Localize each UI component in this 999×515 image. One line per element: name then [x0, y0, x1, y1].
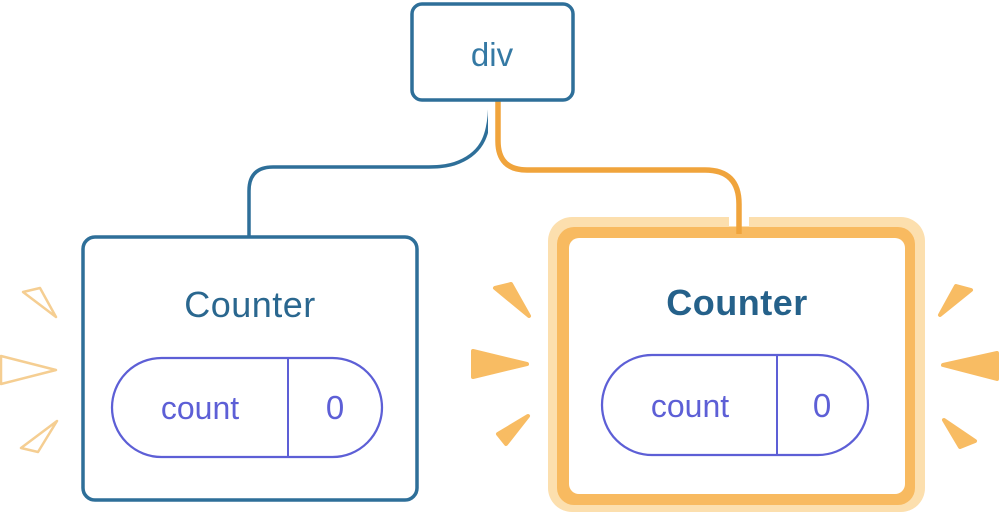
right-state-pill: count 0: [600, 353, 870, 457]
spark-icon-right-middle: [941, 351, 999, 381]
spark-icon-mid-top: [493, 282, 531, 318]
edge-root-to-right-counter-casing: [488, 100, 749, 226]
right-counter-card: Counter count 0: [548, 217, 925, 512]
right-card-sparks-outer: [938, 284, 999, 449]
right-state-key: count: [651, 388, 729, 424]
edge-root-to-left-counter: [247, 99, 492, 240]
right-pill-outline: [600, 353, 870, 457]
spark-icon-left-middle: [0, 354, 58, 386]
left-state-pill: count 0: [110, 356, 384, 459]
spark-icon-left-top: [21, 286, 58, 319]
spark-icon-mid-middle: [471, 349, 529, 379]
right-card-title: Counter: [666, 282, 808, 323]
spark-icon-left-bottom: [19, 419, 59, 454]
right-state-value: 0: [813, 387, 831, 424]
left-card-title: Counter: [184, 284, 316, 325]
spark-icon-right-bottom: [942, 418, 977, 449]
left-counter-card: Counter count 0: [81, 235, 419, 502]
right-card-sparks-inner: [471, 282, 531, 446]
spark-icon-right-top: [938, 284, 973, 317]
left-card-sparks: [0, 286, 59, 454]
left-state-key: count: [161, 390, 239, 426]
root-node-box: [410, 2, 575, 102]
edge-root-to-right-counter-core: [495, 100, 742, 234]
root-node: div: [410, 2, 575, 102]
left-pill-outline: [110, 356, 384, 459]
spark-icon-mid-bottom: [496, 414, 530, 446]
left-state-value: 0: [326, 389, 344, 426]
root-node-label: div: [471, 36, 514, 73]
